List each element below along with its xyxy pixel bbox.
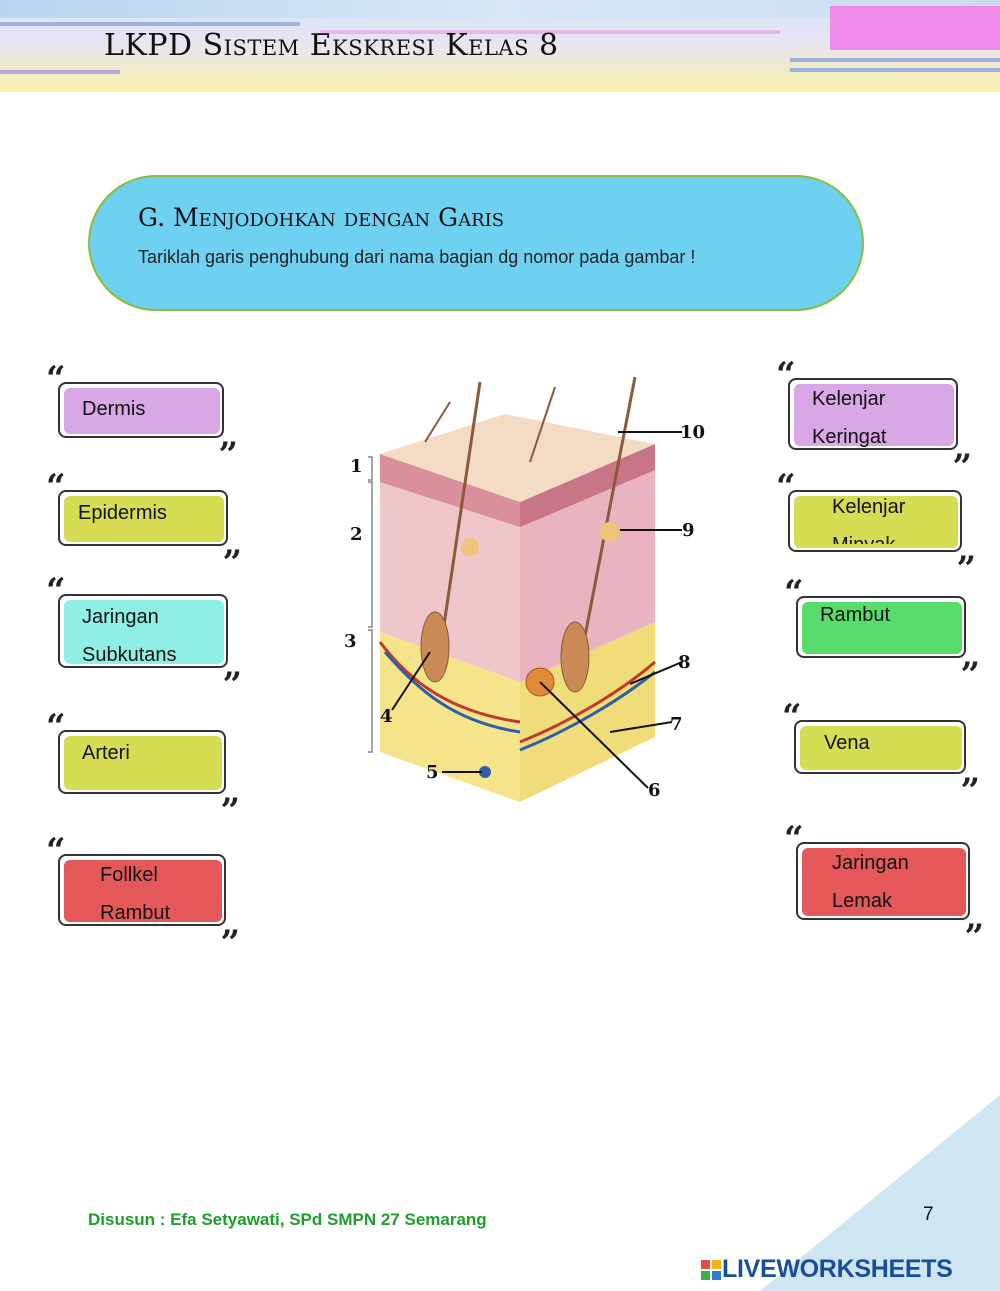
label-text: Vena [824,732,870,754]
diagram-number-10: 10 [680,422,705,443]
label-jaringan-lemak[interactable]: “” Jaringan Lemak [784,819,984,957]
label-follkel-rambut[interactable]: “” Follkel Rambut [46,831,240,963]
page-title: LKPD Sistem Ekskresi Kelas 8 [104,28,559,63]
diagram-number-4: 4 [380,706,393,727]
skin-cross-section-diagram: 1 2 3 4 5 6 7 8 9 10 [344,376,705,802]
label-vena[interactable]: “” Vena [782,697,980,811]
label-text: Kelenjar Keringat [812,388,887,448]
label-epidermis[interactable]: “” Epidermis [46,467,242,583]
logo-icon [700,1259,722,1281]
instruction-title: G. Menjodohkan dengan Garis [138,203,505,232]
label-text: Jaringan Subkutans [82,606,177,666]
brand-text: LIVEWORKSHEETS [722,1255,953,1283]
label-text: Arteri [82,742,130,764]
label-kelenjar-minyak[interactable]: “” Kelenjar Minyak [776,467,976,589]
label-text: Follkel Rambut [100,864,171,924]
diagram-number-3: 3 [344,631,357,652]
label-arteri[interactable]: “” Arteri [46,707,240,831]
label-kelenjar-keringat[interactable]: “” Kelenjar Keringat [776,355,972,487]
label-text: Epidermis [78,502,167,524]
label-text: Jaringan Lemak [832,852,909,912]
label-dermis[interactable]: “” Dermis [46,359,238,475]
diagram-number-7: 7 [670,714,683,735]
label-text: Rambut [820,604,891,626]
diagram-number-2: 2 [350,524,363,545]
liveworksheets-logo[interactable]: LIVEWORKSHEETS [700,1255,953,1284]
diagram-number-5: 5 [426,762,439,783]
diagram-number-8: 8 [678,652,691,673]
label-jaringan-subkutans[interactable]: “” Jaringan Subkutans [46,571,242,705]
header-banner [0,0,1000,92]
instruction-box [88,175,864,311]
label-rambut[interactable]: “” Rambut [784,573,980,695]
label-text: Kelenjar Minyak [832,496,906,544]
diagram-number-1: 1 [350,456,363,477]
diagram-number-9: 9 [682,520,695,541]
corner-decoration [760,1095,1000,1291]
diagram-number-6: 6 [648,780,661,801]
label-text: Dermis [82,398,146,420]
author-credit: Disusun : Efa Setyawati, SPd SMPN 27 Sem… [88,1210,487,1229]
page-number: 7 [923,1204,934,1225]
instruction-text: Tariklah garis penghubung dari nama bagi… [138,247,696,267]
